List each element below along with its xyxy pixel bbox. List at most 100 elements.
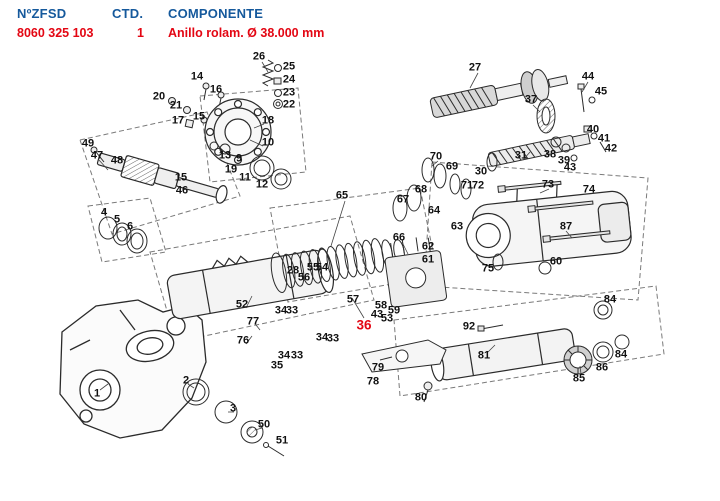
part-label-81[interactable]: 81 [477, 349, 491, 362]
part-label-51[interactable]: 51 [275, 434, 289, 447]
part-label-31[interactable]: 31 [514, 149, 528, 162]
part-label-37[interactable]: 37 [524, 93, 538, 106]
part-label-40[interactable]: 40 [586, 123, 600, 136]
part-label-43[interactable]: 43 [370, 308, 384, 321]
part-label-39[interactable]: 39 [557, 154, 571, 167]
part-label-16[interactable]: 16 [209, 83, 223, 96]
part-label-67[interactable]: 67 [396, 193, 410, 206]
part-label-70[interactable]: 70 [429, 150, 443, 163]
part-label-53[interactable]: 53 [380, 312, 394, 325]
part-label-68[interactable]: 68 [414, 183, 428, 196]
part-label-38[interactable]: 38 [543, 148, 557, 161]
part-label-78[interactable]: 78 [366, 375, 380, 388]
part-label-47[interactable]: 47 [90, 149, 104, 162]
part-label-9[interactable]: 9 [235, 152, 243, 165]
input-shaft [96, 152, 228, 204]
part-label-92[interactable]: 92 [462, 320, 476, 333]
part-label-85[interactable]: 85 [572, 372, 586, 385]
part-label-33[interactable]: 33 [326, 332, 340, 345]
part-label-64[interactable]: 64 [427, 204, 441, 217]
part-label-76[interactable]: 76 [236, 334, 250, 347]
part-label-1[interactable]: 1 [93, 387, 101, 400]
part-label-72[interactable]: 72 [471, 179, 485, 192]
part-label-34[interactable]: 34 [277, 349, 291, 362]
part-label-73[interactable]: 73 [541, 178, 555, 191]
part-label-12[interactable]: 12 [255, 178, 269, 191]
part-label-34[interactable]: 34 [315, 331, 329, 344]
component-cell[interactable]: Anillo rolam. Ø 38.000 mm [168, 26, 325, 40]
part-label-27[interactable]: 27 [468, 61, 482, 74]
part-label-58[interactable]: 58 [374, 299, 388, 312]
part-label-60[interactable]: 60 [549, 255, 563, 268]
part-label-30[interactable]: 30 [474, 165, 488, 178]
part-label-59[interactable]: 59 [387, 304, 401, 317]
part-label-52[interactable]: 52 [235, 298, 249, 311]
part-label-13[interactable]: 13 [218, 149, 232, 162]
steering-screw [487, 133, 591, 167]
part-label-25[interactable]: 25 [282, 60, 296, 73]
part-label-86[interactable]: 86 [595, 361, 609, 374]
part-label-34[interactable]: 34 [274, 304, 288, 317]
part-label-80[interactable]: 80 [414, 391, 428, 404]
part-label-77[interactable]: 77 [246, 315, 260, 328]
part-label-75[interactable]: 75 [481, 262, 495, 275]
part-label-87[interactable]: 87 [559, 220, 573, 233]
part-label-33[interactable]: 33 [290, 349, 304, 362]
part-label-26[interactable]: 26 [252, 50, 266, 63]
column-header-quantity: CTD. [112, 6, 144, 21]
part-label-15[interactable]: 15 [192, 110, 206, 123]
long-bolts [497, 180, 611, 243]
part-label-63[interactable]: 63 [450, 220, 464, 233]
part-label-55[interactable]: 55 [306, 261, 320, 274]
part-label-33[interactable]: 33 [285, 304, 299, 317]
end-cover-flange [204, 98, 272, 166]
part-label-35[interactable]: 35 [270, 359, 284, 372]
part-label-61[interactable]: 61 [421, 253, 435, 266]
part-label-10[interactable]: 10 [261, 136, 275, 149]
part-label-62[interactable]: 62 [421, 240, 435, 253]
part-number-cell[interactable]: 8060 325 103 [17, 26, 94, 40]
part-label-79[interactable]: 79 [371, 361, 385, 374]
part-label-21[interactable]: 21 [169, 99, 183, 112]
part-label-19[interactable]: 19 [224, 163, 238, 176]
part-label-42[interactable]: 42 [604, 142, 618, 155]
part-label-20[interactable]: 20 [152, 90, 166, 103]
valve-spring-parts [261, 59, 283, 109]
part-label-4[interactable]: 4 [100, 206, 108, 219]
quantity-cell[interactable]: 1 [137, 26, 144, 40]
part-label-56[interactable]: 56 [297, 271, 311, 284]
part-label-3[interactable]: 3 [229, 402, 237, 415]
part-label-74[interactable]: 74 [582, 183, 596, 196]
part-label-14[interactable]: 14 [190, 70, 204, 83]
part-label-15[interactable]: 15 [174, 171, 188, 184]
part-label-23[interactable]: 23 [282, 86, 296, 99]
part-label-50[interactable]: 50 [257, 418, 271, 431]
part-label-6[interactable]: 6 [126, 220, 134, 233]
part-label-18[interactable]: 18 [261, 114, 275, 127]
part-label-44[interactable]: 44 [581, 70, 595, 83]
part-label-45[interactable]: 45 [594, 85, 608, 98]
part-label-65[interactable]: 65 [335, 189, 349, 202]
part-label-71[interactable]: 71 [460, 179, 474, 192]
part-label-11[interactable]: 11 [239, 171, 251, 184]
worm-shaft [429, 69, 569, 118]
part-label-57[interactable]: 57 [346, 293, 360, 306]
part-label-66[interactable]: 66 [392, 231, 406, 244]
part-label-41[interactable]: 41 [597, 132, 611, 145]
part-label-84[interactable]: 84 [603, 293, 617, 306]
part-label-2[interactable]: 2 [182, 374, 190, 387]
part-label-54[interactable]: 54 [315, 261, 329, 274]
part-label-5[interactable]: 5 [113, 213, 121, 226]
part-label-22[interactable]: 22 [282, 98, 296, 111]
part-label-24[interactable]: 24 [282, 73, 296, 86]
part-label-28[interactable]: 28 [286, 264, 300, 277]
part-label-84[interactable]: 84 [614, 348, 628, 361]
part-label-17[interactable]: 17 [171, 114, 185, 127]
part-label-43[interactable]: 43 [563, 161, 577, 174]
part-label-36[interactable]: 36 [356, 317, 372, 333]
part-label-49[interactable]: 49 [81, 137, 95, 150]
valve-housing [465, 182, 632, 267]
part-label-48[interactable]: 48 [110, 154, 124, 167]
part-label-46[interactable]: 46 [175, 184, 189, 197]
part-label-69[interactable]: 69 [445, 160, 459, 173]
